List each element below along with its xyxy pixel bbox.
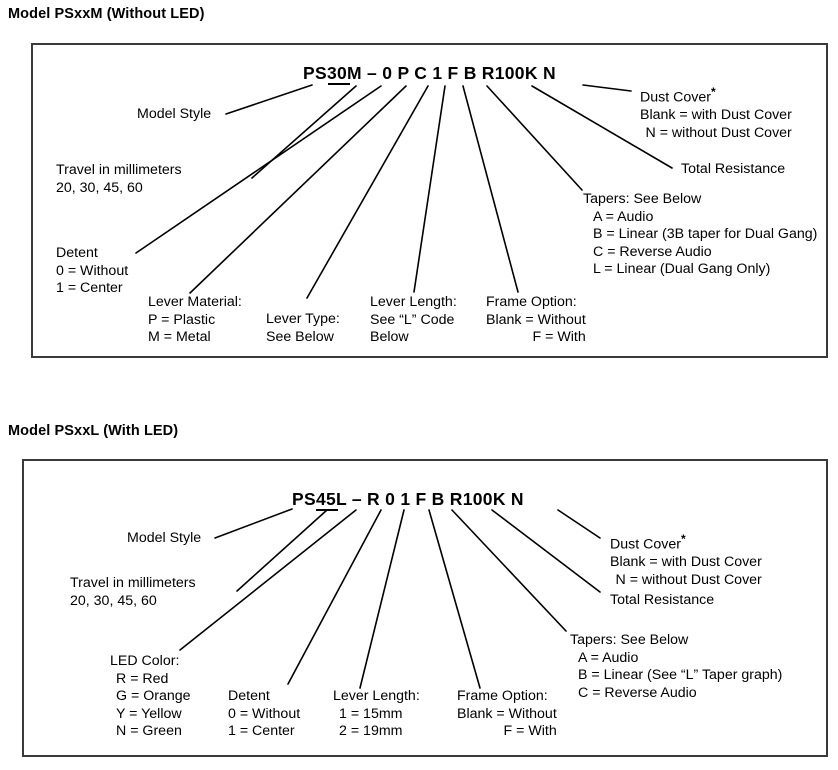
label-lever-material-psxxm: Lever Material: P = Plastic M = Metal — [148, 294, 242, 345]
label-travel-psxxl: Travel in millimeters 20, 30, 45, 60 — [70, 575, 196, 609]
label-detent-psxxl: Detent 0 = Without 1 = Center — [228, 688, 301, 739]
label-tapers-psxxm: Tapers: See Below A = Audio B = Linear (… — [583, 191, 818, 277]
label-total-resistance-psxxm: Total Resistance — [681, 161, 786, 177]
dust-cover-heading-psxxm: Dust Cover* — [640, 85, 716, 106]
label-frame-option-psxxl: Frame Option: Blank = Without F = With — [457, 688, 557, 739]
footnote-asterisk-icon: * — [710, 85, 716, 99]
footnote-asterisk-icon: * — [680, 532, 686, 546]
travel-digits-underline-psxxm — [328, 83, 350, 85]
travel-digits-underline-psxxl — [316, 509, 338, 511]
label-dust-cover-psxxm: Dust Cover* Blank = with Dust Cover N = … — [640, 85, 792, 141]
label-lever-length-psxxm: Lever Length: See “L” Code Below — [370, 294, 457, 345]
label-lever-length-psxxl: Lever Length: 1 = 15mm 2 = 19mm — [333, 688, 420, 739]
label-dust-cover-psxxl: Dust Cover* Blank = with Dust Cover N = … — [610, 532, 762, 588]
label-travel-psxxm: Travel in millimeters 20, 30, 45, 60 — [56, 162, 182, 196]
label-lever-type-psxxm: Lever Type: See Below — [266, 311, 340, 345]
diagram-title-psxxm: Model PSxxM (Without LED) — [8, 6, 205, 22]
label-model-style-psxxl: Model Style — [127, 530, 202, 546]
label-model-style-psxxm: Model Style — [137, 106, 212, 122]
label-led-color-psxxl: LED Color: R = Red G = Orange Y = Yellow… — [110, 653, 191, 739]
part-number-psxxm: PS30M – 0 P C 1 F B R100K N — [303, 63, 556, 83]
diagram-box-psxxl — [22, 459, 828, 757]
label-total-resistance-psxxl: Total Resistance — [610, 592, 715, 608]
part-number-psxxl: PS45L – R 0 1 F B R100K N — [292, 489, 524, 509]
label-tapers-psxxl: Tapers: See Below A = Audio B = Linear (… — [570, 632, 783, 701]
label-detent-psxxm: Detent 0 = Without 1 = Center — [56, 245, 129, 296]
dust-cover-heading-psxxl: Dust Cover* — [610, 532, 686, 553]
label-frame-option-psxxm: Frame Option: Blank = Without F = With — [486, 294, 586, 345]
diagram-title-psxxl: Model PSxxL (With LED) — [8, 423, 179, 439]
